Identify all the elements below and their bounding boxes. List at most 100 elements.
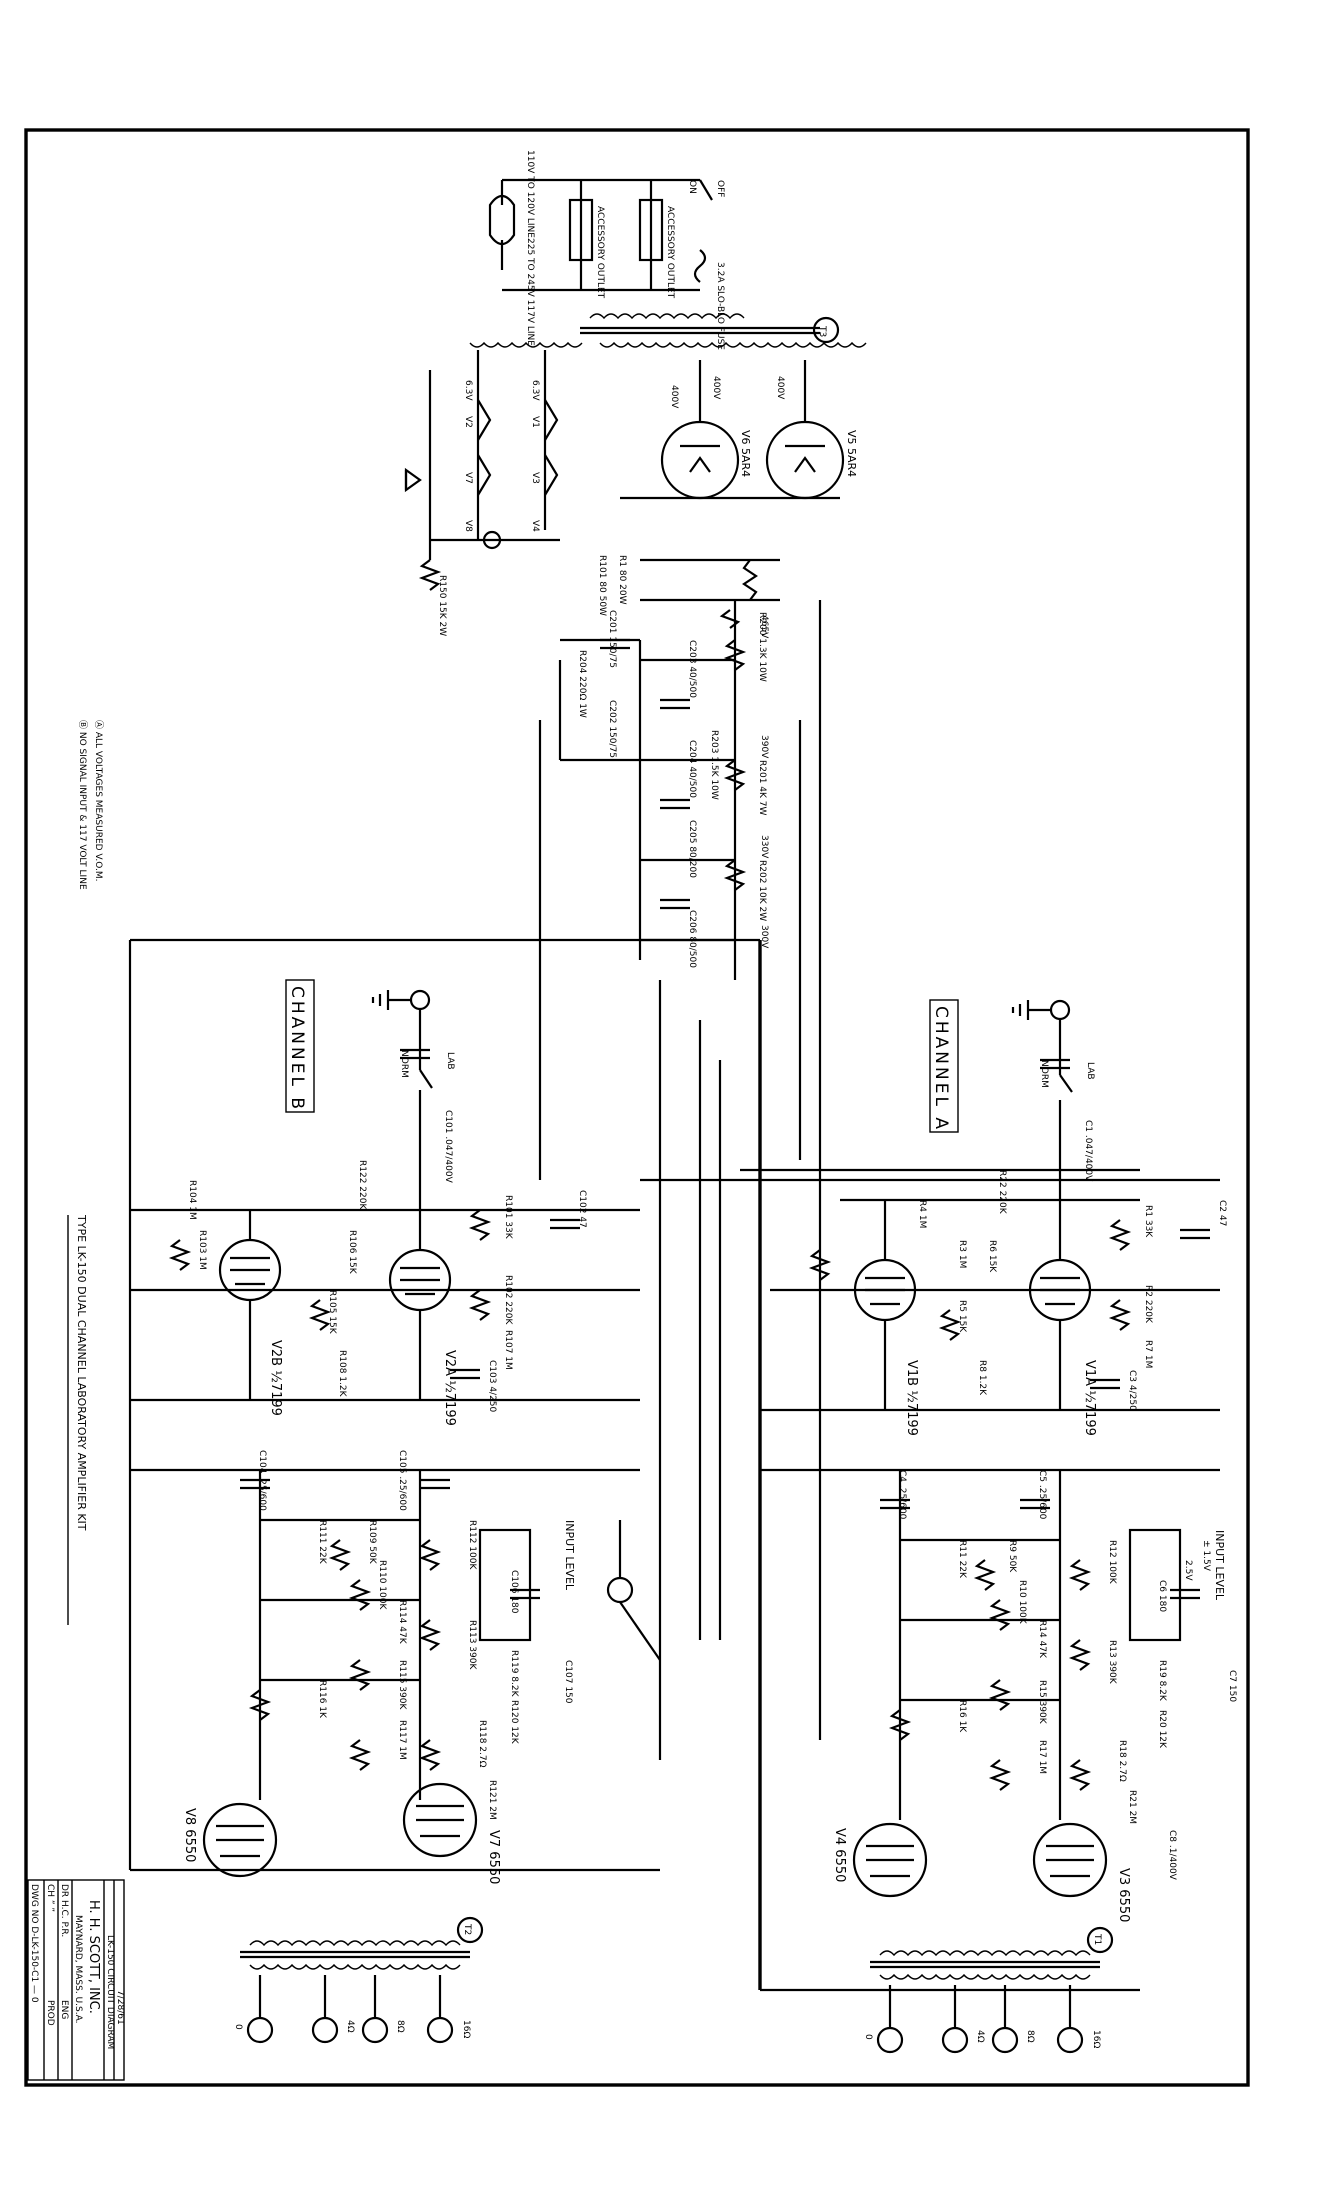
tube-v3-label: V3 6550 [1116, 1868, 1131, 1922]
channel-a-title: CHANNEL A [931, 1006, 951, 1132]
channel-a-label-16: R16 1K [957, 1700, 967, 1733]
tube-v2a-label: V2A ½7199 [442, 1350, 457, 1426]
heater-v7: V7 [463, 472, 473, 484]
channel-b-label-15: R115 390K [397, 1660, 407, 1710]
channel-a-label-6: R6 15K [987, 1240, 997, 1273]
terminal-8-a [991, 2026, 1019, 2054]
channel-b-label-25: C103 4/250 [487, 1360, 497, 1413]
tb-eng: ENG [59, 2000, 69, 2019]
tap-8-b: 8Ω [395, 2020, 405, 2033]
supply-c202: C202 150/75 [607, 700, 617, 758]
tube-v4-label: V4 6550 [832, 1828, 847, 1882]
channel-a-label-30: C8 .1/400V [1167, 1830, 1177, 1881]
channel-a-label-7: R7 1M [1143, 1340, 1153, 1368]
supply-c203: C203 40/500 [687, 640, 697, 698]
heater-v2: V2 [463, 416, 473, 428]
input-level-b: INPUT LEVEL [563, 1520, 576, 1591]
supply-voltage-4: 300V [759, 925, 769, 949]
channel-b-label-7: R107 1M [503, 1330, 513, 1370]
channel-a-label-21: R21 2M [1127, 1790, 1137, 1824]
tb-dwg: DWG NO D-LK-150-C1 — 0 [29, 1884, 39, 2003]
tb-ch: CH ” ” [45, 1884, 55, 1912]
tap-0-b: 0 [233, 2024, 243, 2030]
channel-a-label-20: R20 12K [1157, 1710, 1167, 1749]
tube-v8-label: V8 6550 [182, 1808, 197, 1862]
channel-b-label-29: C107 150 [563, 1660, 573, 1704]
norm-switch-a: NORM [1039, 1060, 1049, 1088]
input-level-a: INPUT LEVEL [1213, 1530, 1226, 1601]
channel-a-label-15: R15 390K [1037, 1680, 1047, 1725]
channel-b-label-14: R114 47K [397, 1600, 407, 1645]
channel-b-label-26: C104 .25/600 [257, 1450, 267, 1511]
alt-line-label: 225 TO 245V 117V LINE [525, 238, 535, 346]
accessory-outlet-1: ACCESSORY OUTLET [595, 206, 605, 299]
tube-v1a-label: V1A ½7199 [1082, 1360, 1097, 1436]
ac-400v-2: 400V [711, 376, 721, 400]
channel-a-label-8: R8 1.2K [977, 1360, 987, 1396]
supply-r201: R201 4K 7W [757, 760, 767, 816]
channel-b-label-5: R105 15K [327, 1290, 337, 1335]
supply-r150: R150 15K 2W [437, 575, 447, 636]
drawing-title: TYPE LK-150 DUAL CHANNEL LABORATORY AMPL… [75, 1214, 88, 1531]
terminal-16-a [1056, 2026, 1084, 2054]
level-value-1: ± 1.5V [1201, 1540, 1211, 1572]
channel-a-box [929, 999, 959, 1133]
lab-switch-b: LAB [445, 1052, 455, 1070]
tb-dr: DR H.C. P.R. [59, 1884, 69, 1937]
lab-switch-a: LAB [1085, 1062, 1095, 1080]
channel-a-label-18: R18 2.7Ω [1117, 1740, 1127, 1782]
supply-c205: C205 80/200 [687, 820, 697, 878]
bus-wires [128, 600, 1220, 1992]
note-b: Ⓑ NO SIGNAL INPUT & 117 VOLT LINE [77, 720, 88, 890]
terminal-0-a [876, 2026, 904, 2054]
tube-v1b-label: V1B ½7199 [904, 1360, 919, 1436]
channel-b-label-18: R118 2.7Ω [477, 1720, 487, 1768]
power-transformer-label: T3 [817, 325, 827, 337]
channel-b: CHANNEL B LAB NORM V2A ½7199 V2B ½7199 I… [130, 979, 661, 2044]
channel-b-label-2: R102 220K [503, 1275, 513, 1325]
channel-a-label-11: R11 22K [957, 1540, 967, 1579]
channel-a: CHANNEL A LAB NORM V1A ½7199 V1B ½7199 I [760, 999, 1237, 2054]
power-supply-section: 110V TO 120V LINE 225 TO 245V 117V LINE … [404, 150, 867, 1180]
rectifier-v5: V5 5AR4 [845, 430, 858, 477]
channel-b-label-11: R111 22K [317, 1520, 327, 1565]
channel-b-title: CHANNEL B [287, 986, 307, 1112]
channel-a-label-10: R10 100K [1017, 1580, 1027, 1625]
tap-0-a: 0 [863, 2034, 873, 2040]
channel-b-label-24: C102 47 [577, 1190, 587, 1228]
terminal-8-b [361, 2016, 389, 2044]
channel-b-label-16: R116 1K [317, 1680, 327, 1719]
channel-a-label-26: C4 .25/600 [897, 1470, 907, 1520]
norm-switch-b: NORM [399, 1050, 409, 1078]
line-voltage-label: 110V TO 120V LINE [525, 150, 535, 238]
output-transformer-t2: T2 [462, 1923, 472, 1935]
terminal-4-a [941, 2026, 969, 2054]
channel-a-label-14: R14 47K [1037, 1620, 1047, 1659]
fuse-label: 3.2A SLO-BLO FUSE [715, 262, 725, 350]
supply-r203: R203 1.5K 10W [709, 730, 719, 800]
heater-v4: V4 [530, 520, 540, 532]
channel-b-label-4: R104 1M [187, 1180, 197, 1220]
terminal-0-b [246, 2016, 274, 2044]
tap-16-a: 16Ω [1091, 2030, 1101, 2048]
tb-drawing: LK-150 CIRCUIT DIAGRAM [105, 1935, 115, 2049]
channel-a-label-9: R9 50K [1007, 1540, 1017, 1573]
accessory-outlet-2: ACCESSORY OUTLET [665, 206, 675, 299]
supply-r202: R202 10K 2W [757, 860, 767, 921]
tb-company: H. H. SCOTT, INC. [86, 1900, 101, 2014]
rectifier-v6: V6 5AR4 [739, 430, 752, 477]
tube-v7-label: V7 6550 [486, 1830, 501, 1884]
channel-a-label-12: R12 100K [1107, 1540, 1117, 1585]
tap-4-a: 4Ω [975, 2030, 985, 2043]
channel-b-label-17: R117 1M [397, 1720, 407, 1760]
channel-b-label-8: R108 1.2K [337, 1350, 347, 1398]
drawing-border [24, 128, 1250, 2087]
filament-label-2: 6.3V [530, 380, 540, 401]
supply-voltage-1: 465V [759, 615, 769, 639]
tube-v2b-label: V2B ½7199 [268, 1340, 283, 1416]
